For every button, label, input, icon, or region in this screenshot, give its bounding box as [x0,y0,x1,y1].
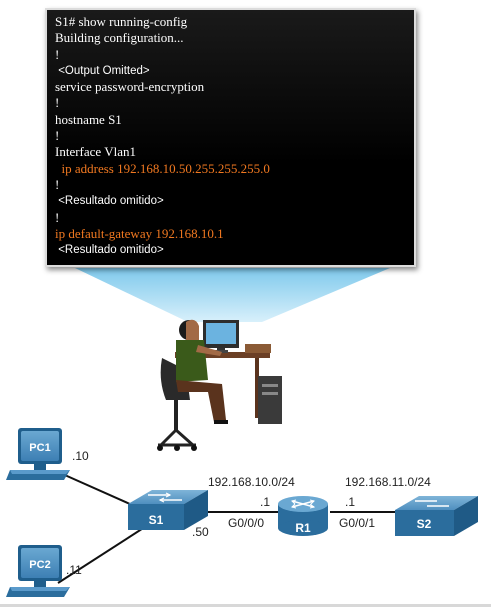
terminal-line: <Output Omitted> [55,64,150,77]
terminal-line: ! [55,209,60,225]
left-network-label: 192.168.10.0/24 [208,475,295,489]
bottom-divider [0,604,491,607]
pc1-label: PC1 [29,442,50,454]
r1-left-octet: .1 [260,495,270,509]
terminal-line: ! [55,46,60,62]
terminal-line: ip default-gateway 192.168.10.1 [55,225,224,241]
s1-mgmt-octet: .50 [192,525,209,539]
pc2-icon [6,545,70,597]
admin-workstation-illustration [157,319,282,451]
terminal-line: ! [55,95,60,111]
s2-switch-icon [395,496,478,536]
pc2-host-octet: .11 [66,563,82,577]
terminal-line: service password-encryption [55,79,205,95]
terminal-line: hostname S1 [55,111,122,127]
s2-label: S2 [417,517,432,531]
terminal-line: Building configuration... [55,30,184,46]
terminal-line: ip address 192.168.10.50.255.255.255.0 [55,160,270,176]
s1-switch-icon [128,490,208,530]
pc2-label: PC2 [29,559,50,571]
terminal-line: Interface Vlan1 [55,144,136,160]
terminal-line: ! [55,128,60,144]
terminal-line: S1# show running-config [55,14,188,29]
view-beam [75,268,390,322]
r1-label: R1 [295,521,311,535]
right-network-label: 192.168.11.0/24 [345,475,431,489]
pc1-host-octet: .10 [72,449,89,463]
pc1-icon [6,428,70,480]
r1-right-octet: .1 [345,495,355,509]
cable-pc2-s1 [57,524,149,584]
s1-label: S1 [149,513,164,527]
terminal-line: <Resultado omitido> [55,244,164,257]
r1-right-interface: G0/0/1 [339,516,375,530]
terminal-line: <Resultado omitido> [55,195,164,208]
r1-router-icon [278,496,328,536]
terminal-line: ! [55,176,60,192]
r1-left-interface: G0/0/0 [228,516,264,530]
